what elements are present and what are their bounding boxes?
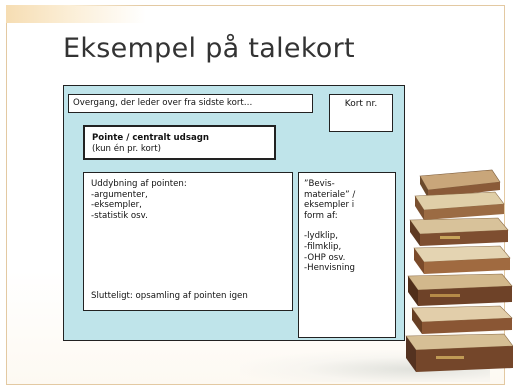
- evidence-item: -filmklip,: [304, 241, 342, 252]
- evidence-box: ”Bevis- materiale” / eksempler i form af…: [298, 172, 396, 338]
- evidence-item: -lydklip,: [304, 231, 338, 242]
- card-number-box: Kort nr.: [329, 94, 393, 132]
- evidence-intro-line: materiale” /: [304, 189, 356, 200]
- elaboration-conclusion: Slutteligt: opsamling af pointen igen: [91, 291, 248, 302]
- elaboration-line: -statistik osv.: [91, 210, 148, 221]
- evidence-intro-line: eksempler i: [304, 200, 355, 211]
- book-icon: [413, 245, 511, 274]
- elaboration-line: -eksempler,: [91, 200, 142, 211]
- book-icon: [414, 191, 505, 220]
- book-icon: [411, 305, 513, 334]
- pointe-note: (kun én pr. kort): [92, 143, 162, 154]
- slide-corner-accent: [6, 5, 146, 23]
- pointe-heading: Pointe / centralt udsagn: [92, 133, 210, 143]
- pointe-box: Pointe / centralt udsagn (kun én pr. kor…: [83, 125, 276, 160]
- book-icon: [405, 333, 513, 372]
- elaboration-box: Uddybning af pointen: -argumenter, -ekse…: [83, 172, 293, 311]
- elaboration-line: Uddybning af pointen:: [91, 179, 187, 189]
- evidence-item: -Henvisning: [304, 263, 355, 274]
- slide-title: Eksempel på talekort: [63, 33, 355, 64]
- elaboration-line: -argumenter,: [91, 189, 148, 200]
- transition-box: Overgang, der leder over fra sidste kort…: [68, 94, 313, 113]
- transition-text: Overgang, der leder over fra sidste kort…: [73, 98, 253, 108]
- evidence-intro-line: form af:: [304, 210, 338, 221]
- evidence-item: -OHP osv.: [304, 252, 346, 263]
- card-number-label: Kort nr.: [344, 99, 378, 109]
- evidence-intro-line: ”Bevis-: [304, 179, 335, 189]
- book-icon: [409, 217, 509, 246]
- book-icon: [419, 169, 501, 198]
- book-icon: [407, 273, 513, 306]
- book-stack-illustration: [405, 169, 513, 372]
